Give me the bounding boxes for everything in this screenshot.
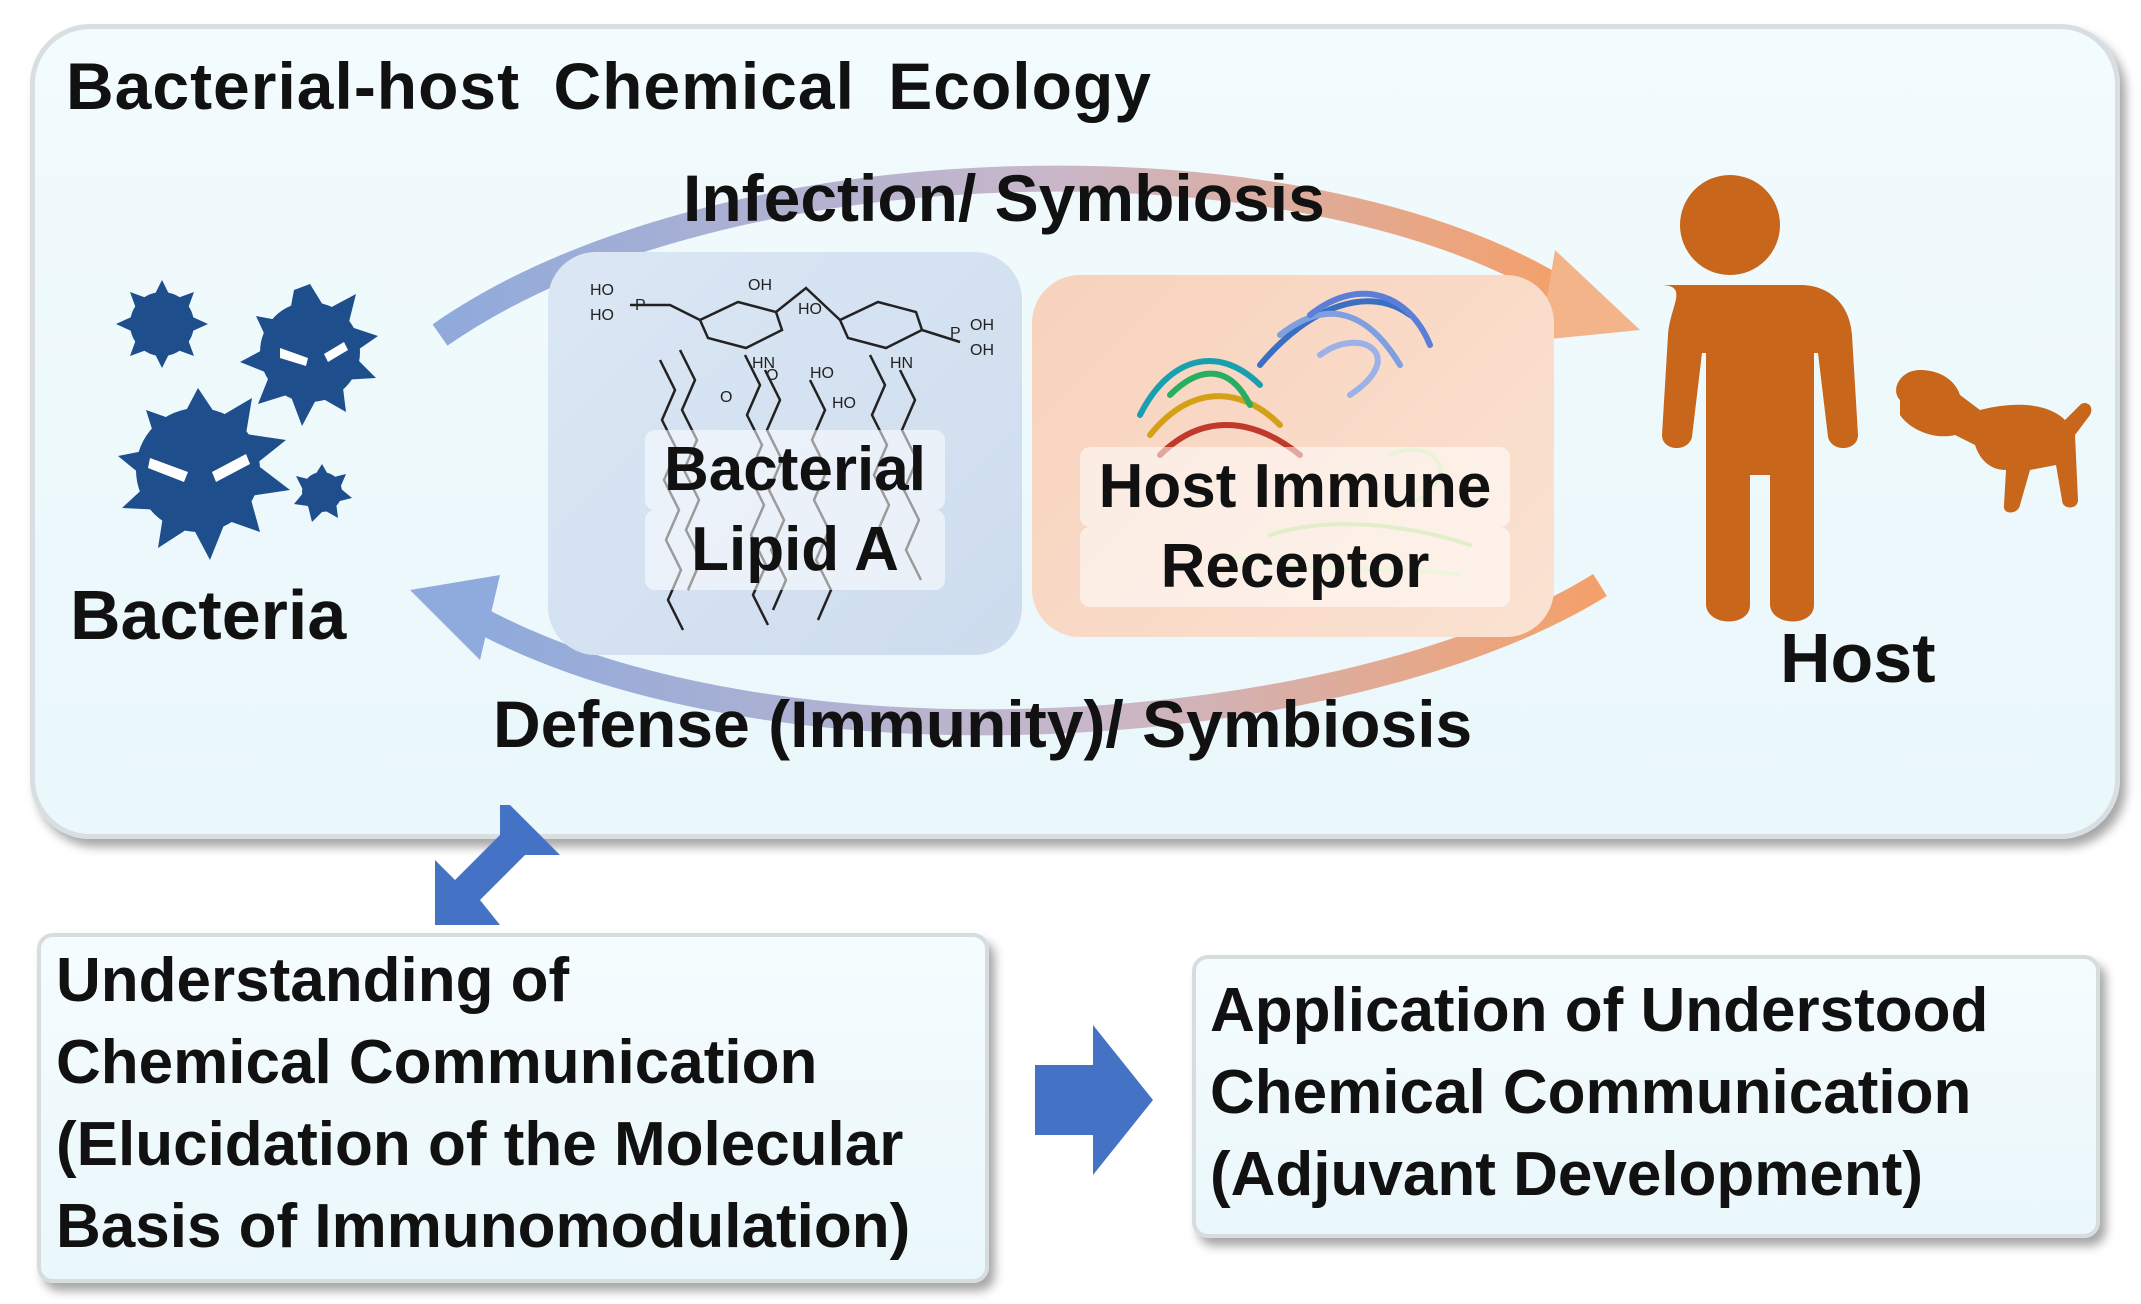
bacterium-small-2 — [294, 464, 352, 522]
lipid-a-label: Bacterial Lipid A — [645, 430, 945, 590]
application-line2: Chemical Communication — [1210, 1058, 1972, 1127]
lipid-ho-4: HO — [810, 365, 834, 382]
bacterium-face-1 — [240, 284, 378, 426]
understanding-line1: Understanding of — [56, 946, 570, 1015]
infection-label: Infection/ Symbiosis — [683, 161, 1325, 235]
bacteria-icon — [116, 280, 378, 560]
lipid-oh-3: OH — [970, 342, 994, 359]
lipid-o-1: O — [766, 367, 778, 384]
lipid-ho-5: HO — [832, 395, 856, 412]
lipid-o-2: O — [720, 389, 732, 406]
receptor-label: Host Immune Receptor — [1080, 447, 1510, 607]
lipid-oh-2: OH — [970, 317, 994, 334]
down-left-arrow-icon — [435, 805, 560, 925]
host-label: Host — [1780, 619, 1936, 697]
application-line1: Application of Understood — [1210, 976, 1989, 1045]
infection-arrowhead — [1540, 250, 1640, 340]
lipid-a-label-line2: Lipid A — [645, 510, 945, 590]
understanding-box — [37, 933, 989, 1283]
understanding-text: Understanding of Chemical Communication … — [56, 940, 910, 1268]
lipid-ho-3: HO — [798, 301, 822, 318]
application-line3: (Adjuvant Development) — [1210, 1140, 1924, 1209]
understanding-line2: Chemical Communication — [56, 1028, 818, 1097]
lipid-p-2: P — [950, 325, 961, 342]
bacteria-label: Bacteria — [70, 576, 347, 654]
lipid-ho-2: HO — [590, 307, 614, 324]
bacterium-small-1 — [116, 280, 208, 368]
application-text: Application of Understood Chemical Commu… — [1210, 970, 1988, 1216]
lipid-oh-1: OH — [748, 277, 772, 294]
diagram-title: Bacterial-host Chemical Ecology — [66, 49, 1152, 123]
lipid-ho-1: HO — [590, 282, 614, 299]
understanding-line4: Basis of Immunomodulation) — [56, 1192, 911, 1261]
receptor-label-line2: Receptor — [1080, 527, 1510, 607]
defense-arc — [473, 573, 1607, 736]
bacterium-face-2 — [118, 388, 290, 560]
right-arrow-icon — [1035, 1025, 1153, 1175]
lipid-hn-1: HN — [752, 355, 775, 372]
receptor-label-line1: Host Immune — [1080, 447, 1510, 527]
understanding-line3: (Elucidation of the Molecular — [56, 1110, 904, 1179]
lipid-p-1: P — [635, 297, 646, 314]
defense-arrowhead — [410, 575, 500, 660]
dog-icon — [1896, 370, 2092, 513]
person-icon — [1660, 175, 1858, 622]
lipid-a-label-line1: Bacterial — [645, 430, 945, 510]
application-box — [1192, 955, 2100, 1238]
defense-label: Defense (Immunity)/ Symbiosis — [493, 687, 1473, 761]
lipid-hn-2: HN — [890, 355, 913, 372]
